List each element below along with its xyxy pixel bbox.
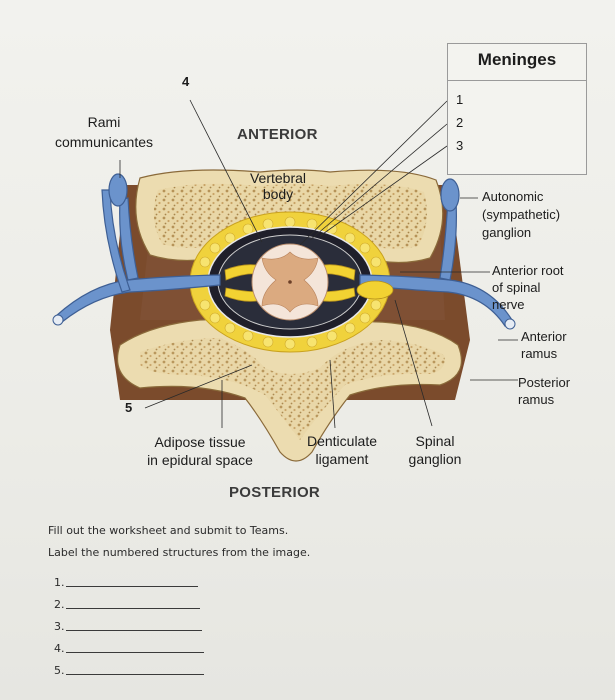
blank-label-1: 1. (54, 576, 65, 589)
denticulate-ligament-label: Denticulate ligament (306, 433, 378, 467)
answer-line-5[interactable] (66, 674, 204, 675)
posterior-ramus-label: Posterior ramus (518, 375, 571, 407)
blank-label-3: 3. (54, 620, 65, 633)
meninges-number-2: 2 (456, 115, 464, 130)
nerve-ends (52, 314, 516, 330)
anterior-label: ANTERIOR (237, 126, 318, 143)
anterior-root-label: Anterior root of spinal nerve (492, 263, 564, 312)
central-canal (288, 280, 292, 284)
meninges-number-1: 1 (456, 92, 464, 107)
meninges-number-3: 3 (456, 138, 464, 153)
meninges-title: Meninges (477, 50, 557, 69)
number-label-4: 4 (182, 74, 190, 89)
posterior-label: POSTERIOR (229, 484, 321, 501)
answer-line-2[interactable] (66, 608, 200, 609)
autonomic-ganglion-label: Autonomic (sympathetic) ganglion (482, 189, 561, 240)
vertebral-body-label: Vertebral body (249, 170, 307, 202)
answer-line-3[interactable] (66, 630, 202, 631)
meninges-divider (448, 80, 586, 81)
number-label-5: 5 (125, 400, 133, 415)
rami-communicantes-label: Rami communicantes (54, 114, 154, 150)
spinal-nerves (55, 189, 513, 327)
adipose-tissue-label: Adipose tissue in epidural space (147, 434, 253, 468)
blank-label-4: 4. (54, 642, 65, 655)
instruction-label: Label the numbered structures from the i… (48, 546, 311, 559)
fat-globules (199, 216, 382, 350)
leader-lines (119, 99, 518, 429)
instruction-submit: Fill out the worksheet and submit to Tea… (48, 524, 289, 537)
answer-line-4[interactable] (66, 652, 204, 653)
sympathetic-ganglia (108, 173, 460, 212)
nerve-roots (224, 264, 394, 302)
spinal-ganglion-label: Spinal ganglion (408, 433, 462, 467)
answer-line-1[interactable] (66, 586, 198, 587)
anterior-ramus-label: Anterior ramus (521, 329, 567, 361)
vertebral-arch-spongy (140, 338, 445, 440)
blank-label-5: 5. (54, 664, 65, 677)
meninges-box: Meninges 1 2 3 (447, 43, 587, 175)
blank-label-2: 2. (54, 598, 65, 611)
